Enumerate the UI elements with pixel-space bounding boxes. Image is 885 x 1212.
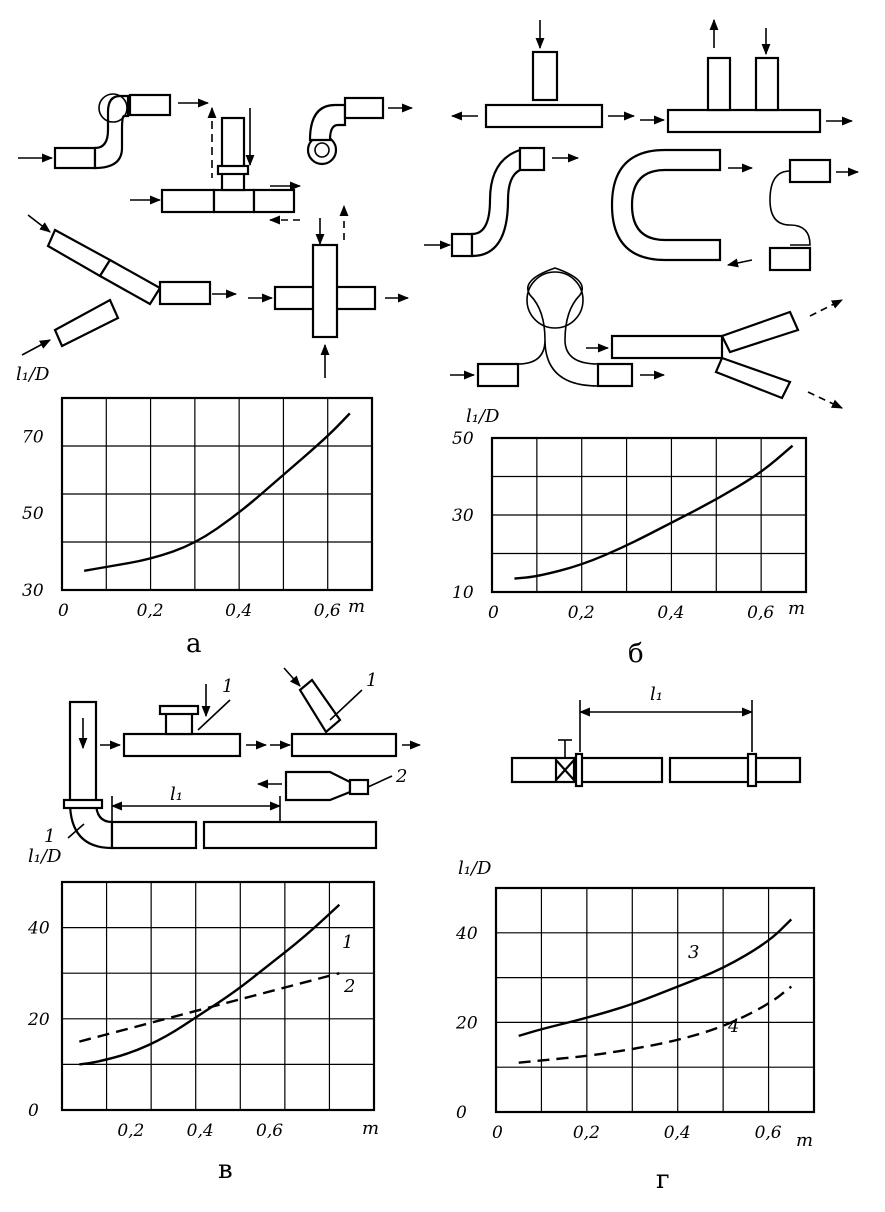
loop-bend-fitting <box>450 267 666 388</box>
y-axis-label: l₁/D <box>466 406 500 427</box>
chart-panel-g: 0 20 40 0 0,2 0,4 0,6 l₁/D m 3 4 <box>455 858 816 1151</box>
y-tick-label: 70 <box>22 427 44 447</box>
l1-length-label-g: l₁ <box>650 684 663 705</box>
x-tick-label: 0 <box>492 1123 503 1143</box>
y-tick-label: 0 <box>28 1101 39 1121</box>
x-axis-label: m <box>788 598 805 619</box>
series-line-4 <box>518 985 793 1064</box>
series-line-2 <box>79 972 340 1043</box>
x-tick-label: 0,6 <box>256 1121 283 1141</box>
x-tick-label: 0,2 <box>568 603 595 623</box>
plot-frame <box>60 880 376 1112</box>
label-1-tee: 1 <box>222 676 233 697</box>
plot-frame <box>60 396 374 592</box>
y-tick-label: 20 <box>27 1010 50 1030</box>
vertical-inlet-pipe: 1 l₁ <box>44 700 378 850</box>
y-fitting <box>21 214 238 356</box>
panel-v-diagram: 1 1 2 1 <box>44 667 422 850</box>
y-tick-label: 30 <box>452 506 474 526</box>
x-axis-label: m <box>348 596 365 617</box>
x-tick-label: 0 <box>58 601 69 621</box>
chart-panel-v: 0 20 40 0,2 0,4 0,6 l₁/D m 1 2 <box>27 846 379 1141</box>
cross-fitting <box>248 204 410 378</box>
tee-fitting-valve: 1 <box>100 676 268 758</box>
x-axis-label: m <box>362 1118 379 1139</box>
l1-length-label-v: l₁ <box>170 784 183 805</box>
x-tick-label: 0,4 <box>657 603 684 623</box>
x-tick-label: 0,2 <box>137 601 164 621</box>
x-tick-label: 0,6 <box>314 601 341 621</box>
x-tick-label: 0,4 <box>664 1123 691 1143</box>
series-label-3: 3 <box>688 942 699 963</box>
label-1-branch: 1 <box>366 670 377 691</box>
label-2-nozzle: 2 <box>395 766 407 787</box>
chart-panel-a: 30 50 70 0 0,2 0,4 0,6 l₁/D m <box>16 364 374 621</box>
y-split-fitting <box>586 299 844 409</box>
y-tick-label: 10 <box>452 583 474 603</box>
cone-nozzle: 2 <box>256 766 407 802</box>
tee-fitting-branch <box>130 106 302 225</box>
y-tick-label: 20 <box>455 1013 478 1033</box>
series-label-2: 2 <box>343 976 355 997</box>
bend-fitting <box>424 146 580 258</box>
plot-frame <box>490 436 808 594</box>
panel-b-diagram <box>424 18 860 409</box>
panel-g-diagram: l₁ <box>510 684 802 788</box>
y-tick-label: 30 <box>22 581 44 601</box>
loop-elbow-fitting <box>18 93 210 170</box>
s-bend-fitting <box>768 158 860 272</box>
x-tick-label: 0,6 <box>755 1123 782 1143</box>
x-tick-label: 0,2 <box>573 1123 600 1143</box>
series-line-1 <box>79 903 341 1066</box>
x-axis-label: m <box>796 1130 813 1151</box>
panel-a-diagram <box>18 93 414 378</box>
caption-panel-g: г <box>656 1165 670 1195</box>
caption-panel-v: в <box>218 1155 233 1185</box>
u-bend-fitting <box>610 148 754 268</box>
coil-elbow-fitting <box>306 96 414 166</box>
series-line-1 <box>514 444 794 580</box>
y-axis-label: l₁/D <box>16 364 50 385</box>
branch-tee-fitting: 1 <box>270 667 422 758</box>
chart-panel-b: 10 30 50 0 0,2 0,4 0,6 l₁/D m <box>452 406 808 623</box>
x-tick-label: 0,4 <box>225 601 252 621</box>
y-tick-label: 0 <box>456 1103 467 1123</box>
y-tick-label: 50 <box>452 429 474 449</box>
series-line-3 <box>518 918 793 1037</box>
series-label-1: 1 <box>342 932 353 953</box>
x-tick-label: 0 <box>488 603 499 623</box>
caption-panel-b: б <box>628 639 644 669</box>
series-label-4: 4 <box>727 1016 739 1037</box>
tee-fitting-top <box>450 20 636 129</box>
x-tick-label: 0,2 <box>117 1121 144 1141</box>
x-tick-label: 0,6 <box>747 603 774 623</box>
label-1-inlet: 1 <box>44 826 55 847</box>
x-tick-label: 0,4 <box>187 1121 214 1141</box>
caption-panel-a: а <box>186 629 202 659</box>
y-tick-label: 40 <box>27 919 50 939</box>
series-line-1 <box>83 412 351 572</box>
y-tick-label: 40 <box>455 924 478 944</box>
y-tick-label: 50 <box>22 504 44 524</box>
y-axis-label: l₁/D <box>28 846 62 867</box>
y-axis-label: l₁/D <box>458 858 492 879</box>
plot-frame <box>494 886 816 1114</box>
double-tee-fitting <box>640 18 854 134</box>
